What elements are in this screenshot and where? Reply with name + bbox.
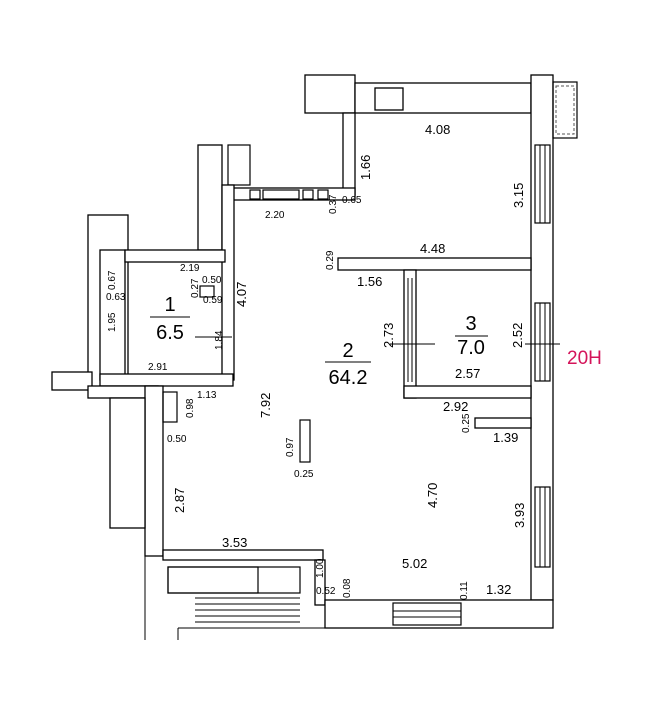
dim: 0.29 xyxy=(325,250,336,270)
vent-2 xyxy=(262,189,300,200)
dim: 0.52 xyxy=(316,586,336,597)
dim: 0.11 xyxy=(459,581,470,600)
dim: 0.27 xyxy=(190,278,201,298)
dim: 1.66 xyxy=(358,155,373,180)
dim: 0.25 xyxy=(461,413,472,433)
wall-shaft xyxy=(197,144,223,251)
wall-left-lower xyxy=(144,385,164,557)
dim: 2.19 xyxy=(180,263,200,274)
dim: 0.50 xyxy=(167,434,187,445)
room-number: 2 xyxy=(342,340,353,362)
wall-room1-top xyxy=(337,257,532,271)
entry-step-inner xyxy=(167,566,259,594)
dim: 3.15 xyxy=(511,183,526,208)
dim: 0.37 xyxy=(328,194,339,214)
dim: 2.92 xyxy=(443,399,468,414)
wall-room3-left xyxy=(99,249,126,381)
dim: 1.32 xyxy=(486,582,511,597)
dim: 4.08 xyxy=(425,122,450,137)
dim: 2.20 xyxy=(265,210,285,221)
walls xyxy=(51,74,578,640)
dim: 5.02 xyxy=(402,556,427,571)
dim: 0.98 xyxy=(185,398,196,418)
vent-1 xyxy=(249,189,261,200)
apartment-marker: 20Н xyxy=(567,348,602,369)
dim: 1.84 xyxy=(214,330,225,350)
dim: 3.53 xyxy=(222,535,247,550)
column-small xyxy=(162,391,178,423)
room-label-2: 2 64.2 xyxy=(325,340,371,389)
bottom-window xyxy=(392,602,462,626)
shaft-inner xyxy=(227,144,251,186)
dim: 1.13 xyxy=(197,390,217,401)
dim: 7.92 xyxy=(258,393,273,418)
dimensions: 4.08 1.66 3.15 0.65 0.37 2.20 4.48 0.29 … xyxy=(106,122,527,600)
dim: 1.56 xyxy=(357,274,382,289)
wall-room1-bottom xyxy=(403,385,532,399)
wall-bottom xyxy=(324,599,554,629)
dim: 4.07 xyxy=(234,282,249,307)
dim: 0.25 xyxy=(294,469,314,480)
dim: 0.67 xyxy=(107,270,118,290)
window-room1 xyxy=(534,302,551,382)
windows-right xyxy=(534,144,551,568)
wall-niche xyxy=(374,87,404,111)
room-area: 6.5 xyxy=(156,322,184,344)
room-label-1: 3 7.0 xyxy=(455,313,488,359)
column xyxy=(299,419,311,463)
room-number: 1 xyxy=(164,294,175,316)
dim: 4.70 xyxy=(425,483,440,508)
dim: 0.08 xyxy=(342,578,353,598)
dim: 0.63 xyxy=(106,292,126,303)
wall-upper-left xyxy=(342,112,356,196)
wall-stub-left xyxy=(51,371,93,391)
room3-niche xyxy=(199,285,215,298)
entry-step xyxy=(167,566,301,594)
vent-4 xyxy=(317,189,329,200)
dim: 2.52 xyxy=(510,323,525,348)
vent-3 xyxy=(302,189,314,200)
wall-bottom-left xyxy=(162,549,324,561)
dim: 4.48 xyxy=(420,241,445,256)
dim: 0.50 xyxy=(202,275,222,286)
room-area: 64.2 xyxy=(329,367,368,389)
balcony-dashed xyxy=(555,85,575,135)
dim: 3.93 xyxy=(512,503,527,528)
wall-left-block xyxy=(109,397,146,529)
balcony-stub xyxy=(552,81,578,139)
wall-room1-left xyxy=(403,269,417,399)
dim: 1.95 xyxy=(107,312,118,332)
wall-right-bump xyxy=(474,417,532,429)
room-area: 7.0 xyxy=(457,337,485,359)
wall-bottom-step xyxy=(314,559,326,606)
dim: 0.97 xyxy=(285,437,296,457)
dim: 2.73 xyxy=(381,323,396,348)
wall-room3-bottom xyxy=(99,373,234,387)
dim: 1.39 xyxy=(493,430,518,445)
dim: 0.65 xyxy=(342,195,362,206)
window-top-right xyxy=(534,144,551,224)
wall-top-block xyxy=(304,74,356,114)
room-number: 3 xyxy=(465,313,476,335)
dim: 1.00 xyxy=(315,558,326,578)
dim: 0.59 xyxy=(203,295,223,306)
window-lower-right xyxy=(534,486,551,568)
dim: 2.87 xyxy=(172,488,187,513)
dim: 2.91 xyxy=(148,362,168,373)
dim: 2.57 xyxy=(455,366,480,381)
room-label-3: 1 6.5 xyxy=(150,294,190,344)
wall-room3-top xyxy=(124,249,226,263)
